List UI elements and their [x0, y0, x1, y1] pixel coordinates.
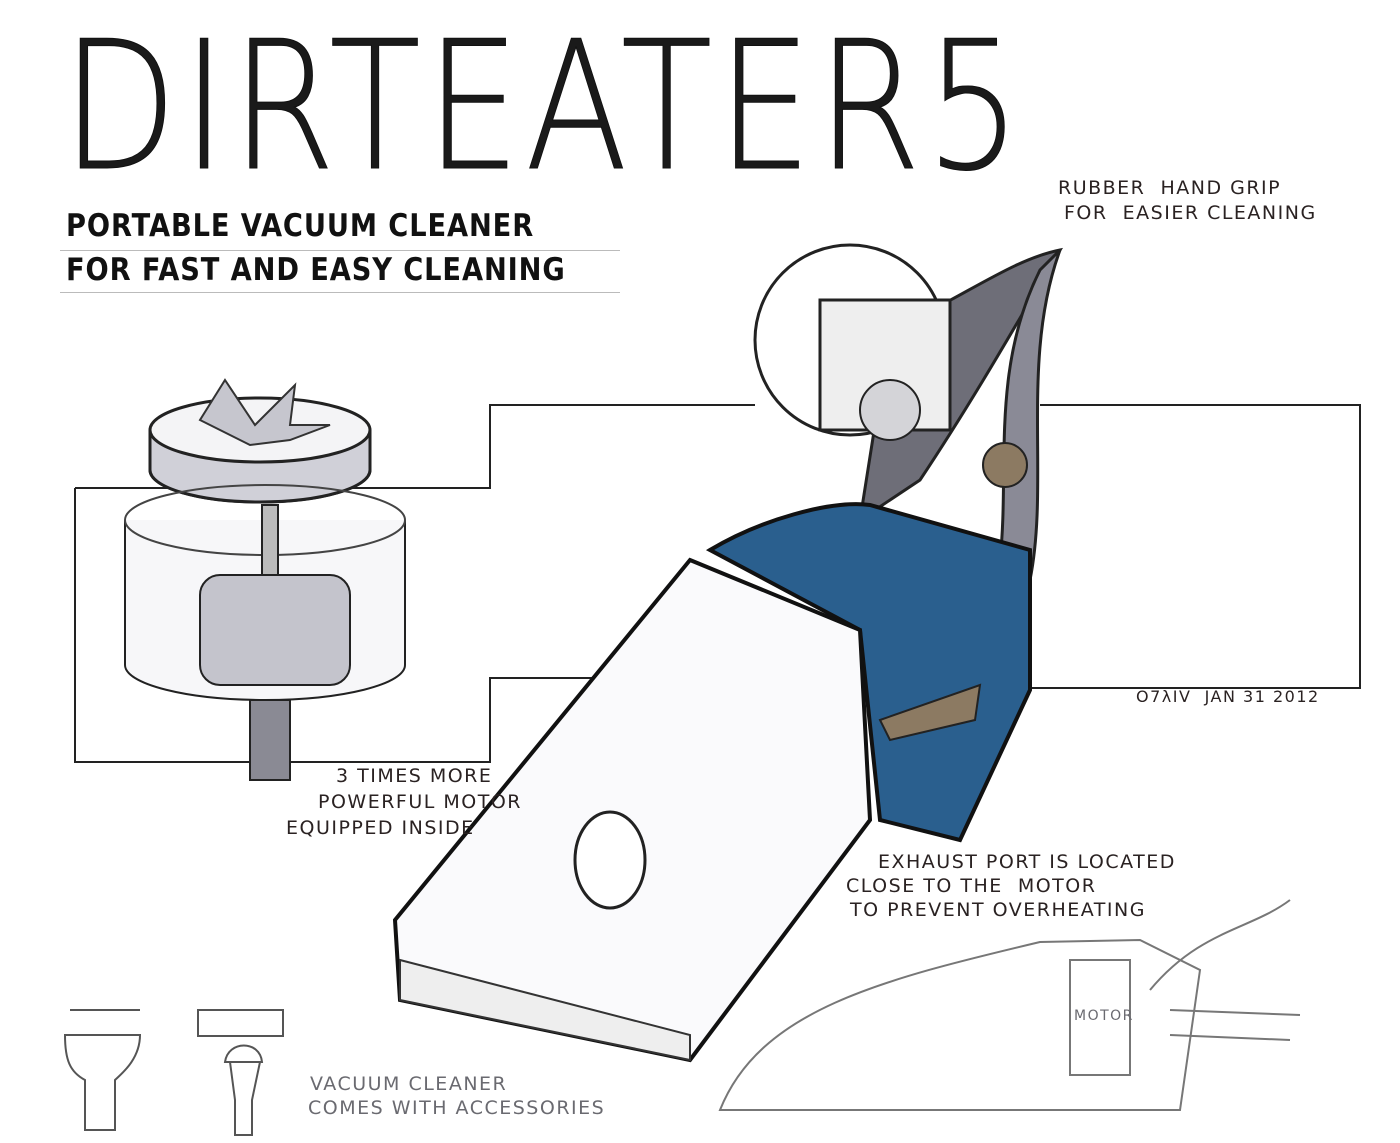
exhaust-note-line-2: CLOSE TO THE MOTOR [846, 875, 1097, 897]
cross-section-illustration [718, 899, 1301, 1111]
grip-note-line-1: RUBBER HAND GRIP [1058, 177, 1282, 199]
accessories-illustration [63, 1009, 284, 1136]
grip-note-line-2: FOR EASIER CLEANING [1064, 202, 1317, 224]
motor-note-line-1: 3 TIMES MORE [336, 765, 493, 787]
motor-section-label: MOTOR [1074, 1008, 1134, 1024]
subtitle-line-2: FOR FAST AND EASY CLEANING [66, 252, 566, 288]
guide-line [60, 292, 620, 293]
exhaust-note-line-3: TO PREVENT OVERHEATING [850, 899, 1146, 921]
accessories-note-line-1: VACUUM CLEANER [310, 1073, 508, 1095]
accessories-note-line-2: COMES WITH ACCESSORIES [308, 1097, 606, 1119]
product-title: DIRTEATER5 [62, 3, 1026, 210]
subtitle-line-1: PORTABLE VACUUM CLEANER [66, 208, 535, 244]
signature-date: O7λIV JAN 31 2012 [1136, 687, 1320, 706]
motor-note-line-2: POWERFUL MOTOR [318, 791, 522, 813]
motor-note-line-3: EQUIPPED INSIDE [286, 817, 475, 839]
vacuum-illustration [392, 243, 1064, 1063]
guide-line [60, 250, 620, 251]
exhaust-note-line-1: EXHAUST PORT IS LOCATED [878, 851, 1176, 873]
motor-illustration [124, 378, 406, 781]
